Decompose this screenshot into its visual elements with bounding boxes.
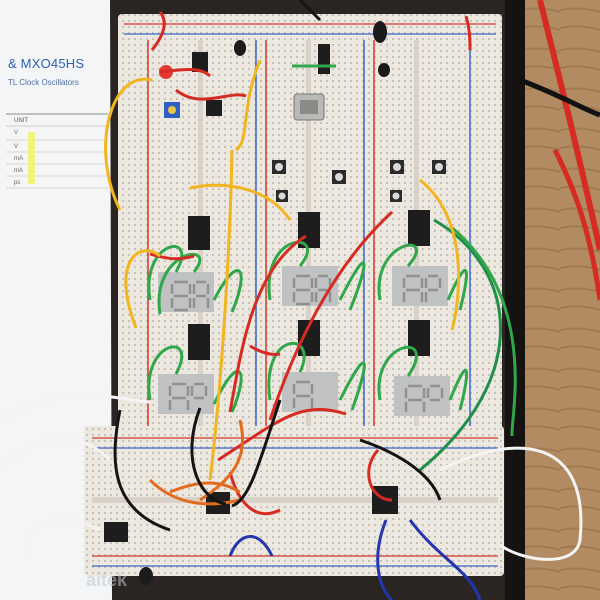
black-board-edge bbox=[505, 0, 525, 600]
red-power-cable bbox=[537, 0, 600, 251]
white-wires bbox=[0, 393, 583, 561]
push-button-icon bbox=[390, 160, 404, 174]
electrolytic-capacitor bbox=[378, 63, 390, 77]
ic-chip-icon bbox=[188, 216, 210, 250]
ic-chip-icon bbox=[408, 320, 430, 356]
ic-chip-icon bbox=[188, 324, 210, 360]
push-button-icon bbox=[432, 160, 446, 174]
ic-chip-icon bbox=[192, 52, 208, 72]
ic-chip-icon bbox=[318, 44, 330, 74]
teal-wire bbox=[449, 224, 517, 437]
seven-segment-display-icon bbox=[158, 272, 214, 312]
seven-segment-display-icon bbox=[394, 376, 450, 416]
yellow-wires bbox=[104, 59, 461, 481]
electrolytic-capacitor bbox=[373, 21, 387, 43]
teal-wire bbox=[419, 218, 502, 472]
seven-segment-display-icon bbox=[282, 372, 338, 412]
black-cable bbox=[519, 77, 600, 118]
datasheet-title: & MXO45HS bbox=[8, 56, 85, 71]
electrolytic-capacitor bbox=[234, 40, 246, 56]
seven-segment-display-icon bbox=[282, 266, 338, 306]
datasheet-unit-cell: V bbox=[14, 130, 19, 136]
push-button-icon bbox=[390, 190, 402, 202]
base-logo-text: aitek bbox=[86, 570, 128, 590]
datasheet-unit-cell: ps bbox=[14, 180, 21, 186]
push-button-icon bbox=[276, 190, 288, 202]
ic-chip-icon bbox=[408, 210, 430, 246]
datasheet-unit-cell: mA bbox=[14, 168, 23, 174]
green-wires bbox=[147, 64, 468, 413]
datasheet-unit-cell: V bbox=[14, 144, 19, 150]
datasheet-subtitle: TL Clock Oscillators bbox=[8, 78, 79, 87]
seven-segment-display-icon bbox=[158, 374, 214, 414]
electrolytic-capacitor bbox=[139, 567, 153, 585]
blue-wires bbox=[228, 519, 482, 600]
red-wires bbox=[149, 11, 472, 516]
datasheet-unit-cell: mA bbox=[14, 156, 23, 162]
wooden-surface bbox=[520, 0, 600, 600]
red-power-cable-2 bbox=[552, 148, 600, 301]
push-button-icon bbox=[272, 160, 286, 174]
black-wires bbox=[113, 0, 442, 532]
ic-chip-icon bbox=[298, 320, 320, 356]
highlighter-mark bbox=[28, 132, 35, 184]
datasheet-table-header: UNIT bbox=[14, 118, 28, 124]
ic-chip-icon bbox=[104, 522, 128, 542]
seven-segment-display-icon bbox=[392, 266, 448, 306]
ic-chip-icon bbox=[206, 100, 222, 116]
push-button-icon bbox=[332, 170, 346, 184]
